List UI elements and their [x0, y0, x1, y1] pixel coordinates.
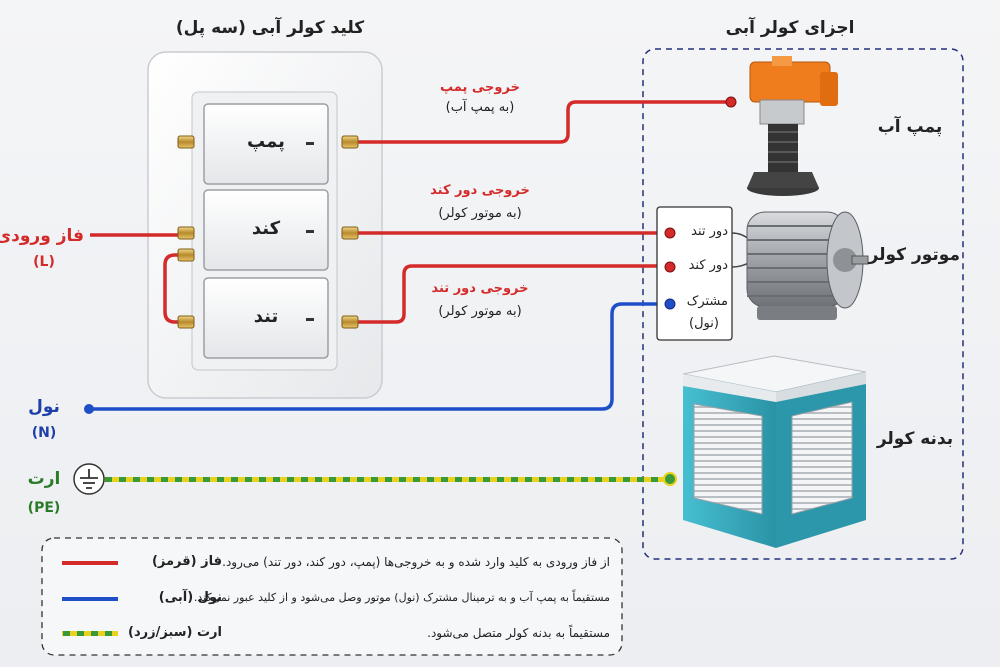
switch-terminals [177, 135, 359, 329]
button-label-pump: پمپ [247, 131, 285, 152]
legend-desc-neutral: مستقیماً به پمپ آب و به ترمینال مشترک (ن… [193, 591, 610, 604]
earth-ground-icon [80, 469, 98, 489]
output-fast-title: خروجی دور تند [431, 281, 529, 296]
button-dash [306, 318, 314, 321]
switch-title: کلید کولر آبی (سه پل) [175, 18, 365, 38]
legend-frame [41, 537, 623, 656]
terminal-dot-slow [664, 261, 676, 273]
terminal-label-fast: دور تند [691, 224, 728, 239]
button-dash [306, 230, 314, 233]
legend-name-neutral: نول (آبی) [158, 590, 222, 605]
terminal-label-common: مشترک [686, 294, 728, 309]
pump-component-label: پمپ آب [877, 117, 943, 137]
neutral-wire [88, 302, 668, 411]
water-pump-illustration [747, 56, 838, 196]
legend-name-earth: ارت (سبز/زرد) [128, 625, 222, 640]
output-slow-title: خروجی دور کند [430, 183, 530, 198]
motor-component-label: موتور کولر [868, 245, 960, 265]
earth-input-code: (PE) [27, 500, 61, 516]
legend-swatch-phase [62, 561, 118, 565]
earth-symbol-icon [73, 463, 105, 495]
output-fast-sub: (به موتور کولر) [438, 304, 522, 319]
cooler-body-illustration [682, 355, 867, 548]
motor-terminal-box [656, 206, 733, 341]
button-label-slow: کند [251, 218, 281, 239]
output-pump-sub: (به پمپ آب) [445, 100, 515, 115]
neutral-input-code: (N) [31, 425, 57, 441]
phase-input-code: (L) [33, 254, 55, 270]
pump-terminal-dot [725, 96, 737, 108]
neutral-input-dot [84, 404, 94, 414]
phase-input-label: فاز ورودی [0, 226, 84, 246]
legend-name-phase: فاز (قرمز) [151, 554, 222, 569]
earth-wire [92, 477, 669, 482]
terminal-label-slow: دور کند [688, 258, 728, 273]
output-slow-sub: (به موتور کولر) [438, 206, 522, 221]
body-component-label: بدنه کولر [876, 429, 954, 449]
terminal-dot-common [664, 298, 676, 310]
output-pump-title: خروجی پمپ [440, 80, 520, 95]
button-label-fast: تند [253, 306, 279, 327]
terminal-label-common-sub: (نول) [689, 316, 719, 331]
components-title: اجزای کولر آبی [725, 18, 855, 38]
terminal-dot-fast [664, 227, 676, 239]
legend-swatch-earth [62, 631, 118, 636]
switch-button-pump[interactable] [203, 103, 329, 185]
motor-illustration [746, 211, 869, 320]
body-earth-terminal [663, 472, 677, 486]
switch-button-fast[interactable] [203, 277, 329, 359]
legend-desc-earth: مستقیماً به بدنه کولر متصل می‌شود. [427, 626, 610, 640]
neutral-input-label: نول [28, 397, 60, 417]
earth-input-label: ارت [27, 469, 61, 489]
legend-swatch-neutral [62, 597, 118, 601]
legend-desc-phase: از فاز ورودی به کلید وارد شده و به خروجی… [222, 555, 610, 569]
phase-wires [90, 100, 729, 324]
button-dash [306, 142, 314, 145]
switch-button-slow[interactable] [203, 189, 329, 271]
